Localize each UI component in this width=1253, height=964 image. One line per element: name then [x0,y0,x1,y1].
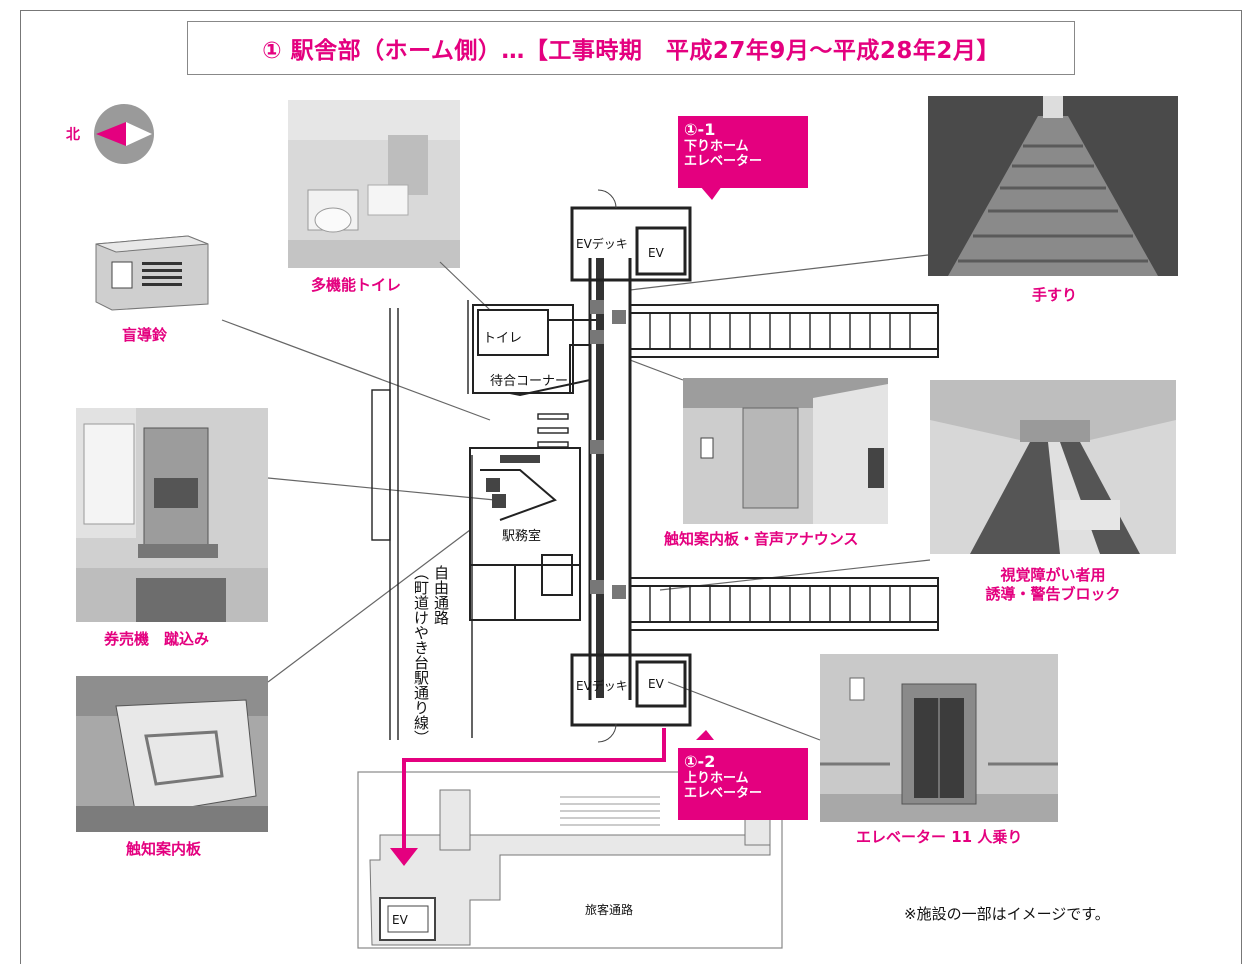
street-name-label: （町道けやき台駅通り線） [412,565,430,745]
handrail-photo [928,96,1178,276]
callout-up-num: ①-2 [684,752,716,771]
callout-down-line2: エレベーター [684,154,763,169]
footnote: ※施設の一部はイメージです。 [904,905,1110,923]
ticket-machine-photo [76,408,268,622]
bell-caption: 盲導鈴 [122,326,168,344]
page-title: ① 駅舎部（ホーム側）…【工事時期 平成27年9月～平成28年2月】 [262,38,1000,64]
toilet-photo [288,100,460,268]
guide-blocks-caption-line2: 誘導・警告ブロック [985,585,1121,603]
callout-up-elevator: ①-2 上りホーム エレベーター [678,748,808,820]
ticket-machine-caption: 券売機 蹴込み [104,630,210,648]
guide-blocks-caption: 視覚障がい者用 誘導・警告ブロック [958,566,1148,604]
tactile-voice-caption: 触知案内板・音声アナウンス [664,530,859,548]
north-label: 北 [66,127,80,143]
bell-photo [88,222,216,312]
elevator-photo [820,654,1058,822]
free-passage-label: 自由通路 [432,565,450,625]
tactile-voice-photo [683,378,888,524]
toilet-caption: 多機能トイレ [311,276,402,294]
callout-down-num: ①-1 [684,120,716,139]
title-box: ① 駅舎部（ホーム側）…【工事時期 平成27年9月～平成28年2月】 [187,21,1075,75]
tactile-board-caption: 触知案内板 [126,840,202,858]
north-arrow-icon [94,104,154,164]
callout-down-line1: 下りホーム [684,139,749,154]
callout-up-line1: 上りホーム [684,771,749,786]
callout-up-line2: エレベーター [684,786,763,801]
tactile-board-photo [76,676,268,832]
page-frame [20,10,1242,964]
guide-blocks-caption-line1: 視覚障がい者用 [1000,566,1106,584]
handrail-caption: 手すり [1032,286,1078,304]
callout-down-elevator: ①-1 下りホーム エレベーター [678,116,808,188]
elevator-caption: エレベーター 11 人乗り [856,828,1023,846]
guide-blocks-photo [930,380,1176,554]
